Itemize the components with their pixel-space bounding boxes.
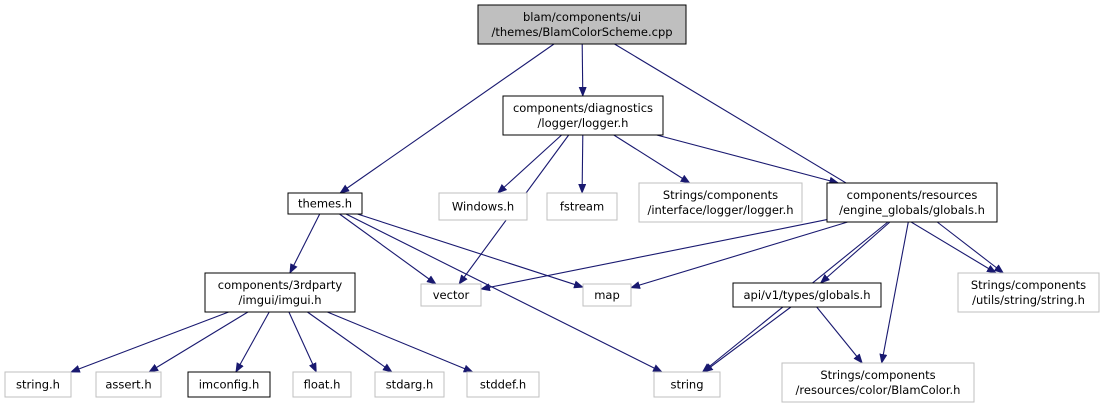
edge-imgui-to-assert_h <box>148 311 249 373</box>
edge-engine_globals-to-strings_string <box>936 221 1005 274</box>
node-stdarg: stdarg.h <box>374 371 445 398</box>
node-label-strings_logger-line-0: Strings/components <box>663 188 778 202</box>
node-themes[interactable]: themes.h <box>287 192 363 215</box>
edge-api_globals-to-blamcolor <box>816 306 863 364</box>
node-box-api_globals <box>732 282 882 308</box>
node-label-imconfig-line-0: imconfig.h <box>199 378 260 392</box>
edge-themes-to-vector <box>339 213 437 285</box>
node-box-root <box>477 4 687 45</box>
node-box-float_h <box>292 371 352 398</box>
node-engine_globals[interactable]: components/resources/engine_globals/glob… <box>826 182 998 223</box>
node-label-api_globals-line-0: api/v1/types/globals.h <box>744 288 871 302</box>
node-box-string <box>653 371 721 398</box>
node-string: string <box>653 371 721 398</box>
node-label-stdarg-line-0: stdarg.h <box>386 378 434 392</box>
node-label-windows-line-0: Windows.h <box>452 200 514 214</box>
node-label-root-line-1: /themes/BlamColorScheme.cpp <box>491 25 672 39</box>
node-box-logger <box>502 95 664 136</box>
edge-imgui-to-stddef <box>327 311 474 373</box>
node-assert_h: assert.h <box>95 371 162 398</box>
edge-engine_globals-to-api_globals <box>819 221 891 284</box>
node-box-fstream <box>546 192 618 221</box>
node-box-assert_h <box>95 371 162 398</box>
edge-engine_globals-to-vector <box>480 219 828 292</box>
node-box-engine_globals <box>826 182 998 223</box>
edge-root-to-strings_string <box>614 43 997 274</box>
node-label-fstream-line-0: fstream <box>560 200 604 214</box>
node-root: blam/components/ui/themes/BlamColorSchem… <box>477 4 687 45</box>
edge-engine_globals-to-blamcolor <box>879 221 909 364</box>
edge-root-to-logger <box>578 43 587 97</box>
node-stddef: stddef.h <box>466 371 540 398</box>
node-label-blamcolor-line-0: Strings/components <box>820 368 935 382</box>
node-logger[interactable]: components/diagnostics/logger/logger.h <box>502 95 664 136</box>
node-label-float_h-line-0: float.h <box>304 378 341 392</box>
node-label-engine_globals-line-1: /engine_globals/globals.h <box>839 203 985 217</box>
node-box-imconfig <box>187 371 271 398</box>
edge-themes-to-string <box>345 213 663 373</box>
node-label-root-line-0: blam/components/ui <box>523 10 641 24</box>
edge-themes-to-map <box>357 213 584 289</box>
node-float_h: float.h <box>292 371 352 398</box>
node-windows: Windows.h <box>438 192 528 221</box>
node-label-map-line-0: map <box>594 288 620 302</box>
edge-logger-to-windows <box>497 134 562 194</box>
node-strings_logger: Strings/components/interface/logger/logg… <box>638 182 803 223</box>
node-box-themes <box>287 192 363 215</box>
node-label-strings_logger-line-1: /interface/logger/logger.h <box>647 203 793 217</box>
edges-layer <box>69 43 1005 373</box>
node-box-map <box>582 283 632 307</box>
node-strings_string: Strings/components/utils/string/string.h <box>957 272 1100 313</box>
nodes-layer: blam/components/ui/themes/BlamColorSchem… <box>4 4 1100 403</box>
node-label-strings_string-line-1: /utils/string/string.h <box>972 293 1085 307</box>
node-box-string_h <box>4 371 72 398</box>
node-label-blamcolor-line-1: /resources/color/BlamColor.h <box>796 383 961 397</box>
node-box-strings_string <box>957 272 1100 313</box>
edge-themes-to-imgui <box>289 213 321 274</box>
node-label-imgui-line-1: /imgui/imgui.h <box>238 293 321 307</box>
node-vector: vector <box>420 283 482 307</box>
edge-imgui-to-string_h <box>69 311 229 373</box>
node-imconfig[interactable]: imconfig.h <box>187 371 271 398</box>
node-label-string-line-0: string <box>670 378 703 392</box>
edge-root-to-themes <box>339 43 555 194</box>
node-label-themes-line-0: themes.h <box>298 197 352 211</box>
node-imgui[interactable]: components/3rdparty/imgui/imgui.h <box>204 272 356 313</box>
node-string_h: string.h <box>4 371 72 398</box>
edge-api_globals-to-string <box>702 306 792 373</box>
node-api_globals[interactable]: api/v1/types/globals.h <box>732 282 882 308</box>
node-box-strings_logger <box>638 182 803 223</box>
node-box-stdarg <box>374 371 445 398</box>
edge-logger-to-engine_globals <box>656 134 840 185</box>
node-blamcolor: Strings/components/resources/color/BlamC… <box>781 362 975 403</box>
edge-logger-to-strings_logger <box>613 134 691 184</box>
node-box-vector <box>420 283 482 307</box>
node-box-blamcolor <box>781 362 975 403</box>
node-label-assert_h-line-0: assert.h <box>105 378 151 392</box>
edge-imgui-to-imconfig <box>235 311 270 373</box>
node-label-imgui-line-0: components/3rdparty <box>218 278 343 292</box>
edge-logger-to-fstream <box>578 134 587 194</box>
edge-engine_globals-to-map <box>630 221 848 289</box>
node-label-string_h-line-0: string.h <box>16 378 60 392</box>
node-label-logger-line-0: components/diagnostics <box>513 101 653 115</box>
node-label-logger-line-1: /logger/logger.h <box>538 116 629 130</box>
node-fstream: fstream <box>546 192 618 221</box>
node-label-engine_globals-line-0: components/resources <box>847 188 978 202</box>
edge-imgui-to-float_h <box>288 311 317 373</box>
node-label-stddef-line-0: stddef.h <box>480 378 526 392</box>
node-box-stddef <box>466 371 540 398</box>
node-map: map <box>582 283 632 307</box>
edge-imgui-to-stdarg <box>307 311 393 373</box>
node-label-vector-line-0: vector <box>433 288 470 302</box>
node-box-windows <box>438 192 528 221</box>
node-label-strings_string-line-0: Strings/components <box>971 278 1086 292</box>
node-box-imgui <box>204 272 356 313</box>
